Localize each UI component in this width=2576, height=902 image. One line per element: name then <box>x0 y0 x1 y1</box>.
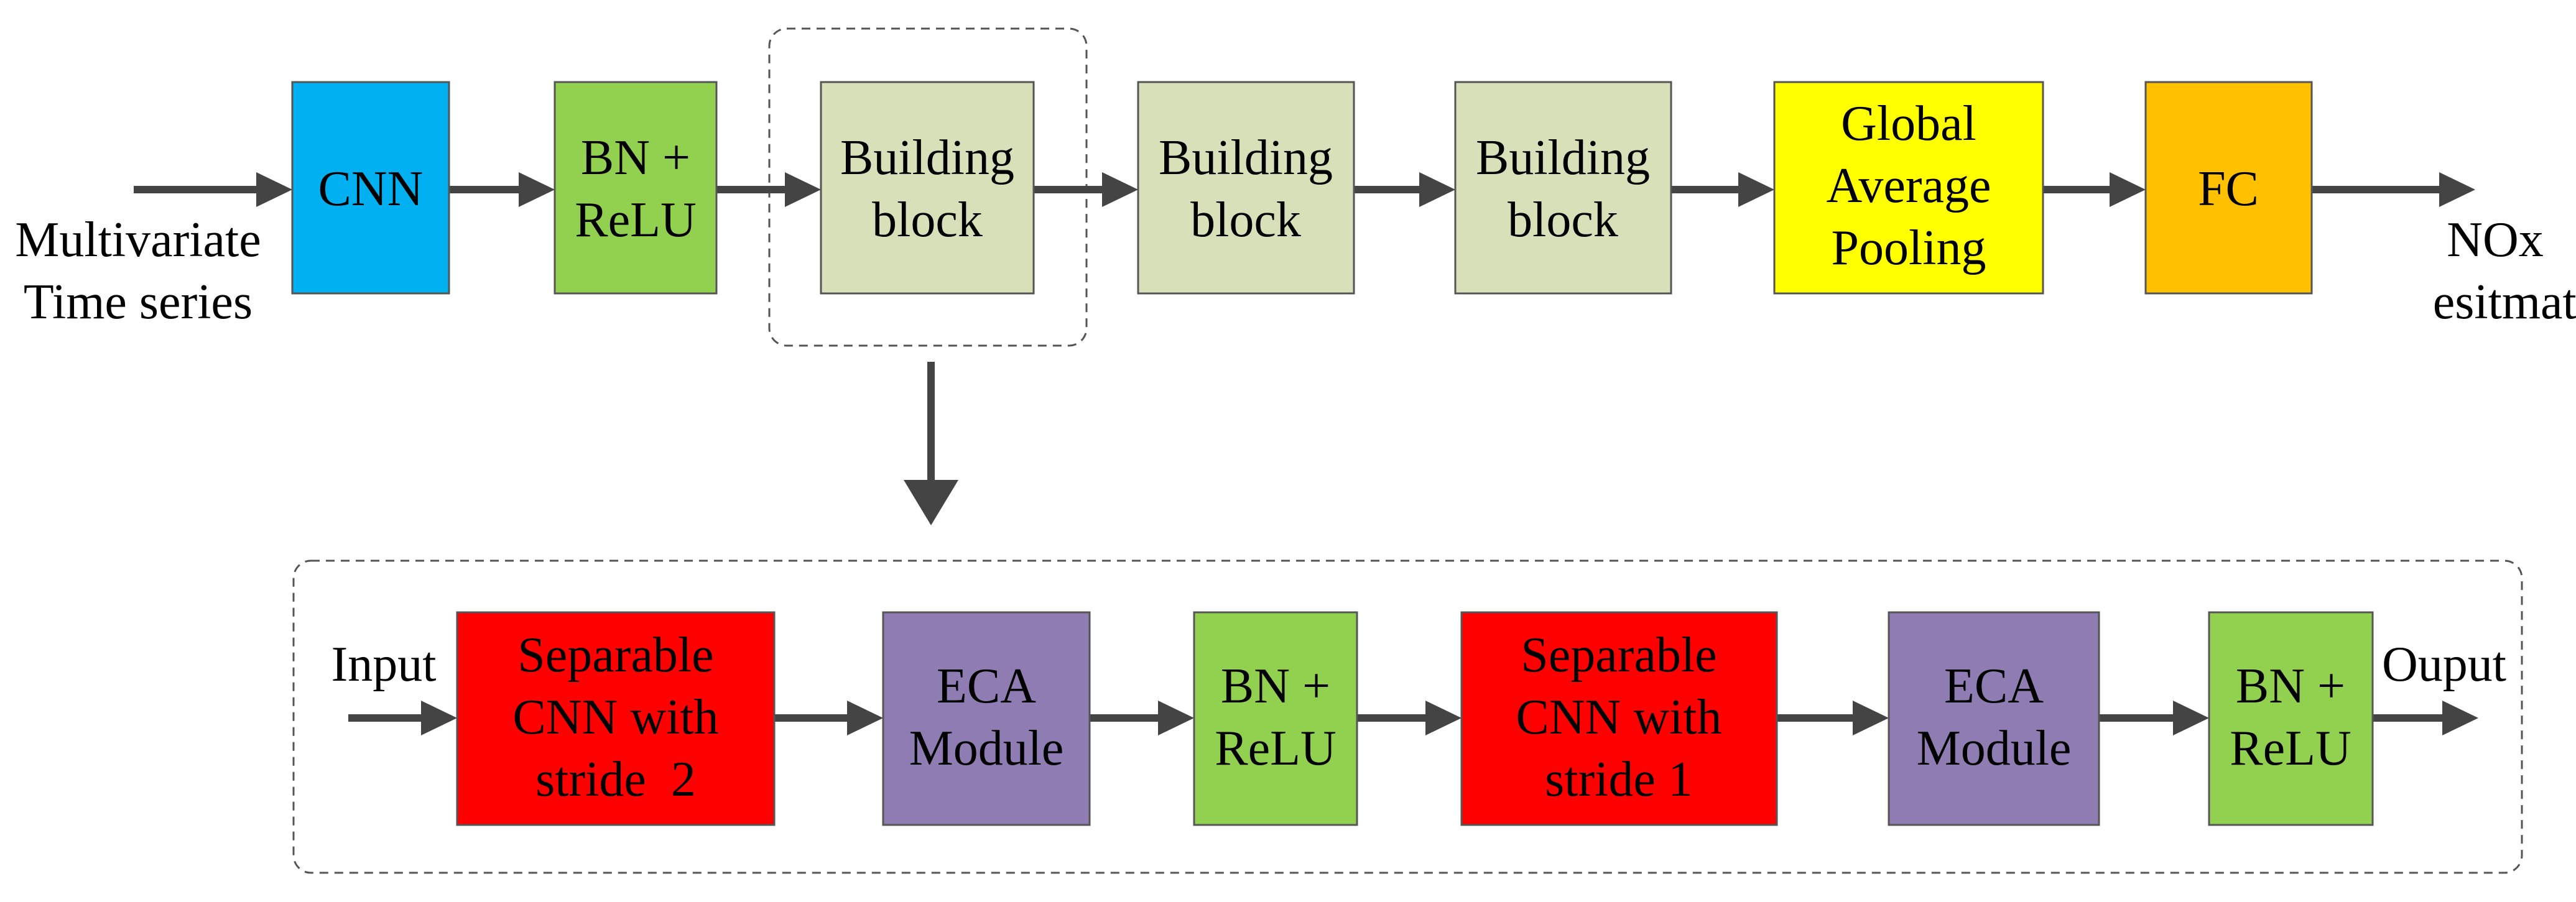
building-block-1-label-1: Building <box>840 131 1014 185</box>
detail-bn-relu-1-label-2: ReLU <box>1215 721 1337 776</box>
eca-module-block-2 <box>1888 611 2100 826</box>
cnn-block-label: CNN <box>318 162 424 216</box>
building-block-2 <box>1137 81 1355 295</box>
gap-block-label-3: Pooling <box>1832 221 1986 275</box>
building-block-2-label-2: block <box>1190 193 1301 247</box>
fc-block-label: FC <box>2198 162 2259 216</box>
gap-block-label-1: Global <box>1841 96 1976 151</box>
detail-flow-blocks: Separable CNN with stride 2 ECA Module B… <box>456 611 2374 826</box>
sep-cnn-stride2-label-1: Separable <box>517 628 713 683</box>
eca-module-2-label-1: ECA <box>1944 659 2044 714</box>
detail-bn-relu-1-label-1: BN + <box>1221 659 1330 714</box>
building-block-detail-container <box>292 559 2523 874</box>
building-block-3 <box>1454 81 1672 295</box>
eca-module-block-1 <box>882 611 1091 826</box>
building-block-3-label-1: Building <box>1476 131 1650 185</box>
detail-bn-relu-block-1 <box>1193 611 1358 826</box>
separable-cnn-stride2-block <box>456 611 776 826</box>
input-label-line-1: Multivariate <box>15 213 261 267</box>
top-flow-blocks: CNN BN + ReLU Building block Building bl… <box>291 81 2313 295</box>
sep-cnn-stride2-label-3: stride 2 <box>535 752 696 807</box>
detail-flow-arrows <box>348 701 2478 735</box>
fc-block <box>2144 81 2313 295</box>
detail-bn-relu-2-label-2: ReLU <box>2230 721 2351 776</box>
bn-relu-block-label-2: ReLU <box>575 193 697 247</box>
sep-cnn-stride1-label-3: stride 1 <box>1545 752 1693 807</box>
building-block-3-label-2: block <box>1508 193 1618 247</box>
bn-relu-block <box>554 81 718 295</box>
eca-module-1-label-2: Module <box>909 721 1064 776</box>
bn-relu-block-label-1: BN + <box>581 131 690 185</box>
output-label-line-2: esitmate <box>2433 275 2576 329</box>
output-label-line-1: NOx <box>2447 213 2544 267</box>
detail-bn-relu-block-2 <box>2208 611 2374 826</box>
global-average-pooling-block <box>1773 81 2044 295</box>
sep-cnn-stride1-label-1: Separable <box>1521 628 1717 683</box>
top-flow-arrows <box>134 172 2475 207</box>
building-block-1-label-2: block <box>872 193 983 247</box>
building-block-1 <box>820 81 1035 295</box>
eca-module-1-label-1: ECA <box>937 659 1036 714</box>
building-block-2-label-1: Building <box>1159 131 1333 185</box>
sep-cnn-stride1-label-2: CNN with <box>1516 690 1721 745</box>
sep-cnn-stride2-label-2: CNN with <box>512 690 718 745</box>
cnn-block <box>291 81 450 295</box>
input-label-line-2: Time series <box>24 275 253 329</box>
eca-module-2-label-2: Module <box>1917 721 2072 776</box>
detail-bn-relu-2-label-1: BN + <box>2236 659 2345 714</box>
separable-cnn-stride1-block <box>1460 611 1778 826</box>
detail-output-label: Ouput <box>2382 637 2506 692</box>
detail-input-label: Input <box>331 637 437 692</box>
gap-block-label-2: Average <box>1827 159 1991 213</box>
expand-down-arrow <box>904 362 958 525</box>
